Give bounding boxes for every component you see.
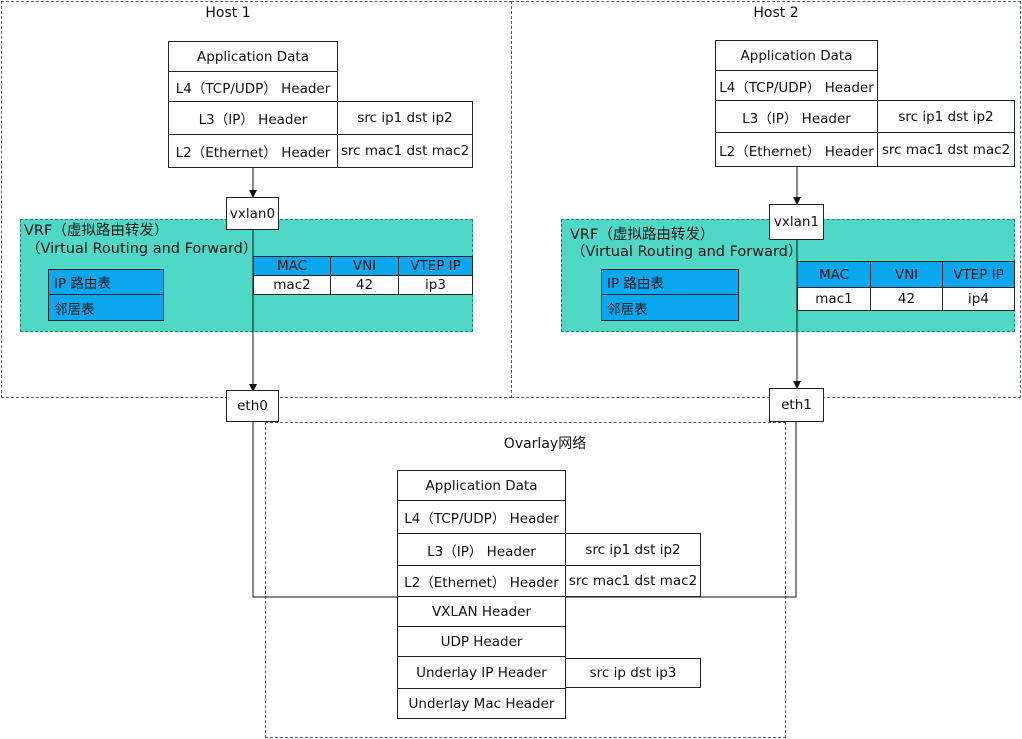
host2-ip-route-table: IP 路由表 [601, 269, 739, 295]
host2-fdb-header-vtep: VTEP IP [942, 261, 1015, 288]
host2-neighbor-table: 邻居表 [601, 294, 739, 321]
host2-eth-node: eth1 [769, 388, 824, 422]
host2-l2-header: L2（Ethernet） Header [715, 132, 878, 167]
overlay-underlay-ip-addr: src ip dst ip3 [565, 658, 701, 688]
host1-neighbor-table: 邻居表 [48, 294, 164, 321]
host2-frame [511, 1, 1021, 398]
overlay-l2-addr: src mac1 dst mac2 [565, 565, 701, 597]
host1-l2-addr: src mac1 dst mac2 [337, 134, 473, 168]
host1-fdb-header-mac: MAC [253, 256, 331, 276]
host1-vrf-title: VRF（虚拟路由转发） [24, 223, 169, 239]
host1-l4-header: L4（TCP/UDP） Header [168, 71, 338, 102]
host2-vxlan-node: vxlan1 [769, 204, 824, 240]
overlay-l3-header: L3（IP） Header [397, 533, 566, 566]
overlay-underlay-mac-header: Underlay Mac Header [397, 688, 566, 719]
host1-fdb-cell-mac: mac2 [253, 275, 331, 295]
overlay-app-data: Application Data [397, 470, 566, 501]
host1-title: Host 1 [205, 5, 251, 21]
host1-eth-node: eth0 [226, 390, 279, 422]
host2-fdb-cell-mac: mac1 [797, 287, 871, 311]
overlay-l3-addr: src ip1 dst ip2 [565, 533, 701, 566]
host2-vrf-subtitle: （Virtual Routing and Forward） [571, 244, 803, 260]
host1-l3-addr: src ip1 dst ip2 [337, 101, 473, 135]
host2-fdb-cell-vni: 42 [870, 287, 943, 311]
host2-title: Host 2 [753, 5, 799, 21]
host1-vrf-subtitle: （Virtual Routing and Forward） [26, 241, 258, 257]
host1-fdb-cell-vni: 42 [330, 275, 399, 295]
host1-l2-header: L2（Ethernet） Header [168, 134, 338, 168]
host2-l2-addr: src mac1 dst mac2 [877, 132, 1015, 167]
overlay-l4-header: L4（TCP/UDP） Header [397, 500, 566, 534]
overlay-frame [265, 422, 786, 738]
overlay-l2-header: L2（Ethernet） Header [397, 565, 566, 597]
host2-fdb-header-mac: MAC [797, 261, 871, 288]
host1-fdb-header-vni: VNI [330, 256, 399, 276]
host1-fdb-cell-vtep: ip3 [398, 275, 473, 295]
overlay-vxlan-header: VXLAN Header [397, 596, 566, 627]
host2-fdb-cell-vtep: ip4 [942, 287, 1015, 311]
host2-app-data: Application Data [715, 40, 878, 71]
overlay-underlay-ip-header: Underlay IP Header [397, 656, 566, 689]
host2-vrf-title: VRF（虚拟路由转发） [570, 227, 715, 243]
overlay-udp-header: UDP Header [397, 626, 566, 657]
host1-fdb-header-vtep: VTEP IP [398, 256, 473, 276]
host1-vxlan-node: vxlan0 [226, 197, 279, 230]
host2-l4-header: L4（TCP/UDP） Header [715, 70, 878, 101]
overlay-title: Ovarlay网络 [503, 436, 587, 452]
host2-l3-addr: src ip1 dst ip2 [877, 100, 1015, 133]
